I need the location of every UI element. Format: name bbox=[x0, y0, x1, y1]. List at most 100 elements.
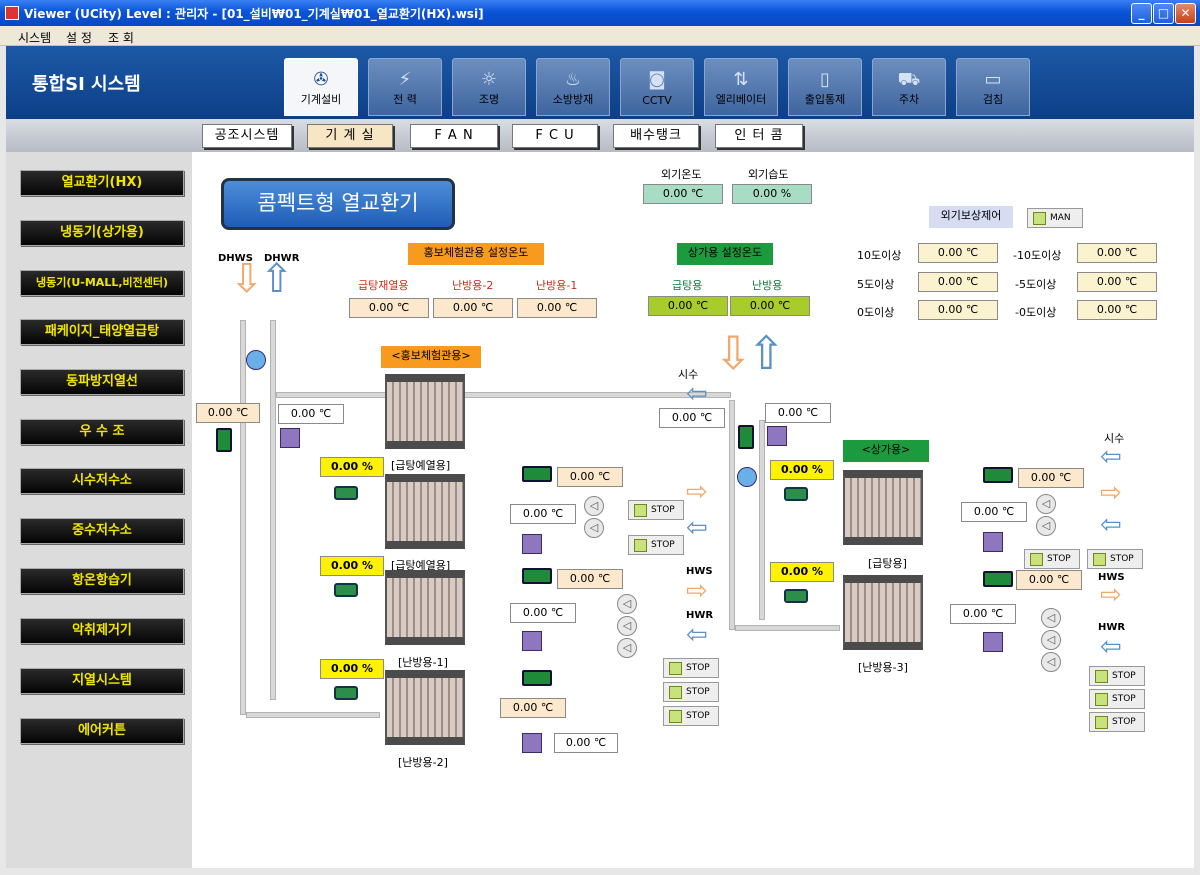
hx-unit-1[interactable] bbox=[385, 374, 465, 449]
mall-hws-arrow-icon: ⇨ bbox=[1100, 580, 1122, 610]
promo-out-arrow-1-icon: ⇨ bbox=[686, 477, 708, 507]
pump-icon: ◁ bbox=[1041, 630, 1061, 650]
sidebar-item-air-curtain[interactable]: 에어커튼 bbox=[20, 718, 184, 744]
menu-bar: 시스템 설 정 조 회 bbox=[0, 26, 1200, 46]
promo-set-value-1: 0.00 ℃ bbox=[349, 298, 429, 318]
promo-stop-button-5[interactable]: STOP bbox=[663, 706, 719, 726]
mall-stop-button-4[interactable]: STOP bbox=[1089, 689, 1145, 709]
subtab-machine-room[interactable]: 기 계 실 bbox=[307, 124, 393, 148]
nav-tab-fire[interactable]: ♨소방방재 bbox=[536, 58, 610, 116]
outdoor-temp-label: 외기온도 bbox=[661, 168, 702, 181]
promo-temp-3: 0.00 ℃ bbox=[557, 569, 623, 589]
comp-label-4: -5도이상 bbox=[1015, 278, 1057, 291]
comp-label-3: 5도이상 bbox=[857, 278, 895, 291]
promo-sensor-2-icon bbox=[522, 568, 552, 584]
sidebar-item-geothermal[interactable]: 지열시스템 bbox=[20, 668, 184, 694]
city-water-temp-1: 0.00 ℃ bbox=[659, 408, 725, 428]
hx-label-1: [급탕예열용] bbox=[391, 459, 451, 472]
sub-tab-bar: 공조시스템 기 계 실 F A N F C U 배수탱크 인 터 콤 bbox=[6, 119, 1194, 152]
promo-stop-button-1[interactable]: STOP bbox=[628, 500, 684, 520]
menu-query[interactable]: 조 회 bbox=[108, 31, 134, 45]
promo-pump-set-2: ◁ ◁ ◁ bbox=[617, 594, 657, 658]
sidebar-item-hx[interactable]: 열교환기(HX) bbox=[20, 170, 184, 196]
pump-icon: ◁ bbox=[584, 496, 604, 516]
hx-unit-2[interactable] bbox=[385, 474, 465, 549]
mall-stop-button-5[interactable]: STOP bbox=[1089, 712, 1145, 732]
promo-stop-button-4[interactable]: STOP bbox=[663, 682, 719, 702]
mall-sensor-1-icon bbox=[983, 467, 1013, 483]
promo-stop-button-3[interactable]: STOP bbox=[663, 658, 719, 678]
nav-tab-mechanical[interactable]: ✇기계설비 bbox=[284, 58, 358, 116]
comp-label-1: 10도이상 bbox=[857, 249, 902, 262]
hx5-pct-value: 0.00 % bbox=[770, 460, 834, 480]
dhwr-arrow-icon: ⇧ bbox=[260, 256, 294, 302]
pump-icon: ◁ bbox=[1041, 652, 1061, 672]
mall-out-arrow-1-icon: ⇨ bbox=[1100, 478, 1122, 508]
hx-label-4: [난방용-2] bbox=[398, 756, 448, 769]
nav-tab-metering[interactable]: ▭검침 bbox=[956, 58, 1030, 116]
main-panel bbox=[192, 152, 1194, 868]
promo-valve-1-icon bbox=[522, 534, 542, 554]
hx-unit-6[interactable] bbox=[843, 575, 923, 650]
sidebar-item-freeze[interactable]: 동파방지열선 bbox=[20, 369, 184, 395]
promo-set-item-label-2: 난방용-2 bbox=[452, 279, 494, 292]
main-pipe-left bbox=[240, 320, 246, 715]
nav-tab-elevator[interactable]: ⇅엘리베이터 bbox=[704, 58, 778, 116]
hx-unit-4[interactable] bbox=[385, 670, 465, 745]
elevator-icon: ⇅ bbox=[733, 69, 749, 90]
menu-system[interactable]: 시스템 bbox=[18, 31, 52, 45]
fire-icon: ♨ bbox=[564, 69, 582, 90]
menu-settings[interactable]: 설 정 bbox=[66, 31, 92, 45]
main-pipe-right-2 bbox=[759, 420, 765, 620]
city-water-label-2: 시수 bbox=[1104, 432, 1125, 445]
comp-mode-button[interactable]: MAN bbox=[1027, 208, 1083, 228]
mall-temp-2: 0.00 ℃ bbox=[1018, 468, 1084, 488]
pump-icon: ◁ bbox=[617, 616, 637, 636]
promo-stop-button-2[interactable]: STOP bbox=[628, 535, 684, 555]
hx2-pct-value: 0.00 % bbox=[320, 556, 384, 576]
mall-stop-button-2[interactable]: STOP bbox=[1087, 549, 1143, 569]
mall-set-item-label-1: 급탕용 bbox=[672, 279, 703, 292]
comp-label-5: 0도이상 bbox=[857, 306, 895, 319]
promo-sensor-1-icon bbox=[522, 466, 552, 482]
mall-stop-button-3[interactable]: STOP bbox=[1089, 666, 1145, 686]
hx-label-2: [급탕예열용] bbox=[391, 559, 451, 572]
sidebar-item-odor[interactable]: 악취제거기 bbox=[20, 618, 184, 644]
sidebar-item-rainwater[interactable]: 우 수 조 bbox=[20, 419, 184, 445]
mall-hwr-arrow-icon: ⇦ bbox=[1100, 632, 1122, 662]
mall-hwr-label: HWR bbox=[1098, 622, 1126, 633]
hx5-pump-icon bbox=[784, 487, 808, 501]
subtab-fan[interactable]: F A N bbox=[410, 124, 498, 148]
outdoor-temp-value: 0.00 ℃ bbox=[643, 184, 723, 204]
subtab-hvac[interactable]: 공조시스템 bbox=[202, 124, 292, 148]
hx-unit-5[interactable] bbox=[843, 470, 923, 545]
hx-label-6: [난방용-3] bbox=[858, 661, 908, 674]
close-button[interactable]: ✕ bbox=[1175, 3, 1196, 24]
sidebar-item-solar[interactable]: 패케이지_태양열급탕 bbox=[20, 319, 184, 345]
maximize-button[interactable]: □ bbox=[1153, 3, 1174, 24]
nav-tab-parking[interactable]: ⛟주차 bbox=[872, 58, 946, 116]
hx1-pct-value: 0.00 % bbox=[320, 457, 384, 477]
promo-temp-4: 0.00 ℃ bbox=[510, 603, 576, 623]
sidebar-item-grey-water[interactable]: 중수저수소 bbox=[20, 518, 184, 544]
promo-set-item-label-1: 급탕재열용 bbox=[358, 279, 409, 292]
comp-value-1: 0.00 ℃ bbox=[918, 243, 998, 263]
sidebar-item-chiller-umall[interactable]: 냉동기(U-MALL,비전센터) bbox=[20, 270, 184, 296]
minimize-button[interactable]: _ bbox=[1131, 3, 1152, 24]
sidebar-item-chiller-mall[interactable]: 냉동기(상가용) bbox=[20, 220, 184, 246]
nav-tab-access[interactable]: ▯출입통제 bbox=[788, 58, 862, 116]
subtab-intercom[interactable]: 인 터 콤 bbox=[715, 124, 803, 148]
subtab-drain-tank[interactable]: 배수탱크 bbox=[613, 124, 699, 148]
mall-pump-set-2: ◁ ◁ ◁ bbox=[1041, 608, 1081, 672]
sidebar-item-water-tank[interactable]: 시수저수소 bbox=[20, 468, 184, 494]
hx-unit-3[interactable] bbox=[385, 570, 465, 645]
dhwr-temp-value: 0.00 ℃ bbox=[278, 404, 344, 424]
subtab-fcu[interactable]: F C U bbox=[512, 124, 598, 148]
nav-tab-power[interactable]: ⚡전 력 bbox=[368, 58, 442, 116]
city-water-arrow-2-icon: ⇦ bbox=[1100, 442, 1122, 472]
promo-temp-2: 0.00 ℃ bbox=[510, 504, 576, 524]
nav-tab-cctv[interactable]: ◙CCTV bbox=[620, 58, 694, 116]
sidebar-item-thermo-hygro[interactable]: 항온항습기 bbox=[20, 568, 184, 594]
mall-stop-button-1[interactable]: STOP bbox=[1024, 549, 1080, 569]
nav-tab-lighting[interactable]: ☼조명 bbox=[452, 58, 526, 116]
